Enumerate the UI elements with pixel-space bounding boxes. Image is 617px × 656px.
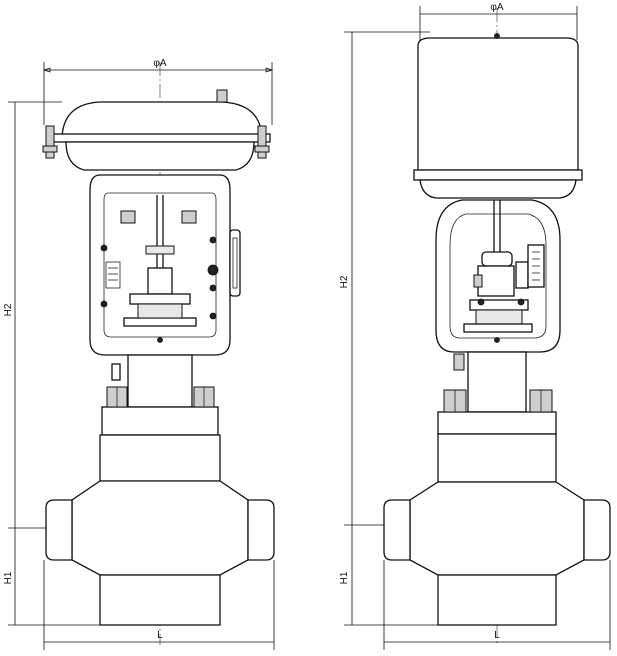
left-valve: φA H2 H1 L [3, 58, 275, 650]
dim-label-h2-right: H2 [339, 275, 350, 288]
yoke [89, 174, 241, 356]
stem-assembly-right [463, 200, 545, 343]
diaphragm-actuator [42, 89, 271, 171]
dim-label-h1-right: H1 [339, 571, 350, 584]
dim-label-h2-left: H2 [3, 303, 14, 316]
dim-label-l-left: L [157, 630, 163, 641]
stem-assembly [100, 195, 219, 343]
right-dimensions [344, 6, 611, 650]
right-valve: φA H2 H1 L [339, 2, 611, 650]
left-dimensions [8, 62, 275, 650]
electric-actuator [413, 33, 583, 199]
dim-label-h1-left: H1 [3, 571, 14, 584]
valve-body [45, 434, 275, 626]
dim-label-l-right: L [494, 630, 500, 641]
valve-body-right [383, 433, 611, 626]
dim-label-phi-a-right: φA [490, 2, 503, 13]
dim-label-phi-a-left: φA [153, 58, 166, 69]
bonnet-right [437, 351, 557, 435]
bonnet [101, 354, 219, 436]
